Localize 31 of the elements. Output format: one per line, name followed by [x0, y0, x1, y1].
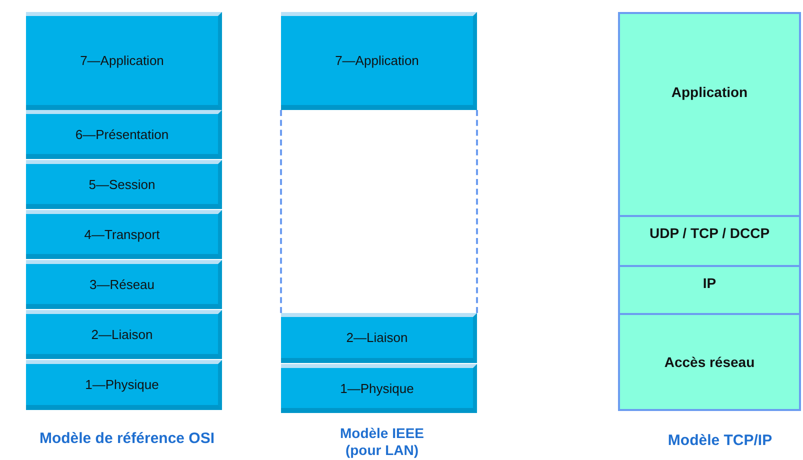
layer-band [618, 265, 801, 315]
layer-name: 1—Physique [85, 377, 159, 392]
layer-name: 7—Application [80, 53, 164, 68]
layer-box [26, 360, 222, 410]
layer-box [281, 12, 477, 110]
model-caption: Modèle IEEE (pour LAN) [338, 425, 426, 459]
layer-box [26, 160, 222, 209]
model-caption: Modèle TCP/IP [666, 432, 774, 449]
layer-name: 2—Liaison [91, 326, 153, 342]
layer-name: Accès réseau [664, 354, 755, 370]
layer-name: 7—Application [335, 53, 419, 68]
layer-box [26, 110, 222, 159]
layer-box [26, 310, 222, 359]
model-caption: Modèle de référence OSI [38, 430, 216, 447]
layer-box [26, 12, 222, 110]
layer-box [281, 313, 477, 363]
layer-name: UDP / TCP / DCCP [649, 225, 770, 241]
layer-name: 5—Session [88, 176, 156, 192]
layer-name: Application [671, 84, 748, 100]
layer-box [281, 364, 477, 413]
layer-name: 2—Liaison [346, 330, 408, 345]
layer-name: 4—Transport [84, 226, 160, 242]
layer-name: 6—Présentation [75, 126, 169, 142]
layer-name: IP [702, 275, 716, 291]
layer-box [26, 210, 222, 259]
layer-band [618, 215, 801, 267]
layer-band [618, 12, 801, 217]
layer-name: 1—Physique [340, 380, 414, 396]
layer-box [26, 260, 222, 309]
layer-name: 3—Réseau [89, 276, 155, 292]
layer-band [618, 313, 801, 411]
